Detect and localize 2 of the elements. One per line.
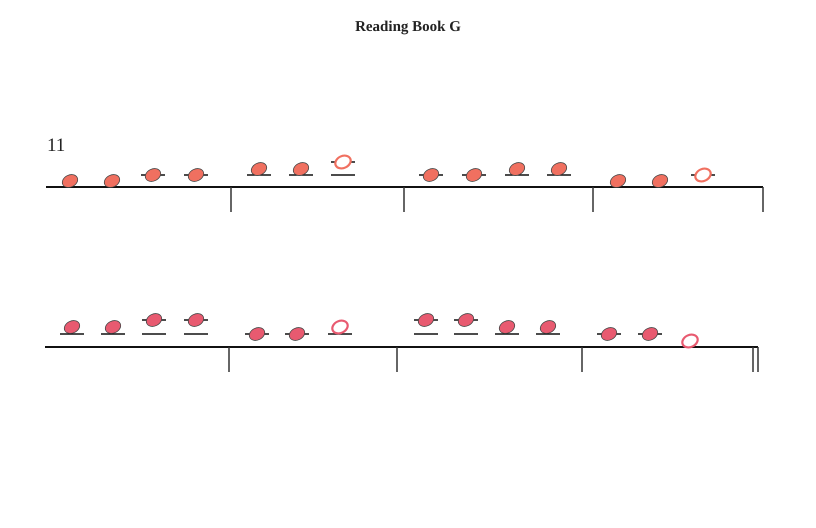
exercise-number: 11	[47, 135, 66, 157]
title: Reading Book G	[355, 19, 461, 36]
